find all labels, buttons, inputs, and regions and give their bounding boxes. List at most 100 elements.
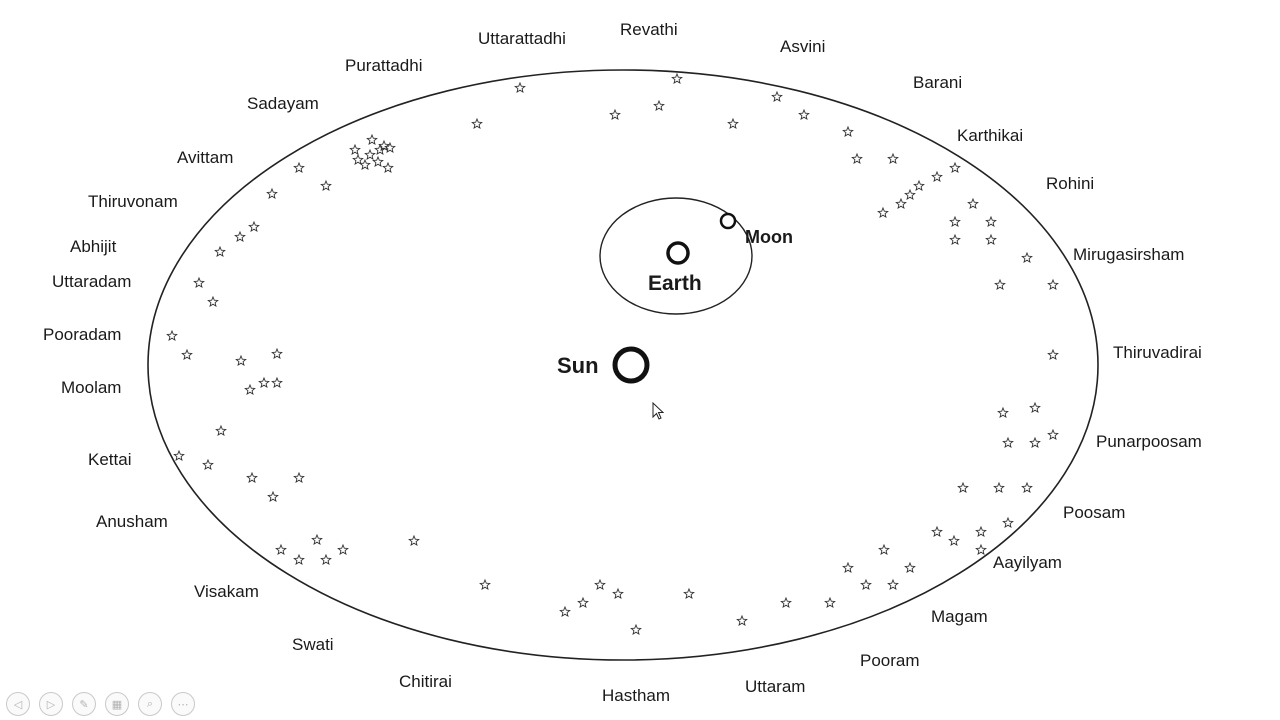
star-icon (609, 108, 621, 121)
nakshatra-label-mirugasirsham: Mirugasirsham (1073, 245, 1184, 264)
star-icon (671, 72, 683, 85)
star-icon (173, 449, 185, 462)
star-icon (166, 329, 178, 342)
star-icon (234, 230, 246, 243)
mouse-cursor-icon (652, 402, 664, 420)
moon-orbit-ellipse (599, 197, 753, 315)
star-icon (842, 125, 854, 138)
star-icon (202, 458, 214, 471)
earth-label: Earth (648, 272, 702, 295)
nakshatra-label-pooram: Pooram (860, 651, 920, 670)
star-icon (214, 245, 226, 258)
earth-symbol (666, 241, 690, 265)
nakshatra-label-thiruvadirai: Thiruvadirai (1113, 343, 1202, 362)
star-icon (559, 605, 571, 618)
nakshatra-label-punarpoosam: Punarpoosam (1096, 432, 1202, 451)
nakshatra-label-anusham: Anusham (96, 512, 168, 531)
star-icon (266, 187, 278, 200)
star-icon (193, 276, 205, 289)
nakshatra-label-uttarattadhi: Uttarattadhi (478, 29, 566, 48)
star-icon (244, 383, 256, 396)
star-icon (931, 525, 943, 538)
star-icon (382, 161, 394, 174)
star-icon (997, 406, 1009, 419)
star-icon (311, 533, 323, 546)
star-icon (514, 81, 526, 94)
star-icon (408, 534, 420, 547)
star-icon (1021, 251, 1033, 264)
slides-grid-button[interactable]: ▦ (105, 692, 129, 716)
nakshatra-label-rohini: Rohini (1046, 174, 1094, 193)
star-icon (275, 543, 287, 556)
nakshatra-label-purattadhi: Purattadhi (345, 56, 423, 75)
star-icon (267, 490, 279, 503)
star-icon (364, 148, 376, 161)
star-icon (293, 471, 305, 484)
sun-symbol (612, 346, 650, 384)
nakshatra-label-revathi: Revathi (620, 20, 678, 39)
star-icon (727, 117, 739, 130)
magnifier-icon: ⌕ (146, 697, 154, 710)
next-slide-button[interactable]: ▷ (39, 692, 63, 716)
nakshatra-label-poosam: Poosam (1063, 503, 1125, 522)
star-icon (985, 233, 997, 246)
star-icon (877, 206, 889, 219)
star-icon (479, 578, 491, 591)
zoom-button[interactable]: ⌕ (138, 692, 162, 716)
star-icon (320, 553, 332, 566)
star-icon (1029, 436, 1041, 449)
previous-slide-button[interactable]: ◁ (6, 692, 30, 716)
star-icon (860, 578, 872, 591)
star-icon (181, 348, 193, 361)
nakshatra-label-thiruvonam: Thiruvonam (88, 192, 178, 211)
star-icon (271, 347, 283, 360)
nakshatra-label-chitirai: Chitirai (399, 672, 452, 691)
star-icon (366, 133, 378, 146)
star-icon (1029, 401, 1041, 414)
star-icon (293, 553, 305, 566)
star-icon (683, 587, 695, 600)
star-icon (359, 158, 371, 171)
star-icon (949, 233, 961, 246)
zodiac-ellipse (147, 69, 1099, 661)
star-icon (235, 354, 247, 367)
nakshatra-label-magam: Magam (931, 607, 988, 626)
star-icon (1047, 278, 1059, 291)
more-options-button[interactable]: ⋯ (171, 692, 195, 716)
star-icon (887, 152, 899, 165)
star-icon (887, 578, 899, 591)
nakshatra-label-asvini: Asvini (780, 37, 825, 56)
nakshatra-label-pooradam: Pooradam (43, 325, 121, 344)
pen-button[interactable]: ✎ (72, 692, 96, 716)
star-icon (780, 596, 792, 609)
star-icon (1047, 428, 1059, 441)
star-icon (985, 215, 997, 228)
star-icon (948, 534, 960, 547)
star-icon (1002, 516, 1014, 529)
star-icon (594, 578, 606, 591)
star-icon (1047, 348, 1059, 361)
star-icon (349, 143, 361, 156)
grid-icon: ▦ (111, 697, 123, 711)
star-icon (904, 188, 916, 201)
star-icon (949, 215, 961, 228)
star-icon (246, 471, 258, 484)
nakshatra-label-avittam: Avittam (177, 148, 233, 167)
nakshatra-label-barani: Barani (913, 73, 962, 92)
nakshatra-label-swati: Swati (292, 635, 334, 654)
star-icon (612, 587, 624, 600)
star-icon (904, 561, 916, 574)
star-icon (630, 623, 642, 636)
star-icon (878, 543, 890, 556)
star-icon (949, 161, 961, 174)
star-icon (994, 278, 1006, 291)
arrow-left-icon: ◁ (13, 697, 23, 711)
star-icon (798, 108, 810, 121)
star-icon (736, 614, 748, 627)
nakshatra-label-hastham: Hastham (602, 686, 670, 705)
star-icon (577, 596, 589, 609)
star-icon (372, 155, 384, 168)
sun-label: Sun (557, 353, 599, 378)
